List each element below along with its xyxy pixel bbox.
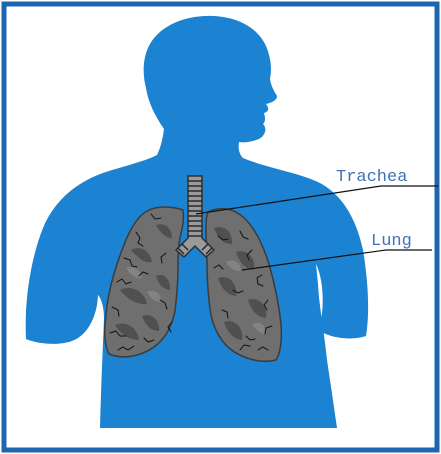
trachea-label: Trachea	[336, 168, 407, 187]
lung-label: Lung	[371, 232, 412, 251]
